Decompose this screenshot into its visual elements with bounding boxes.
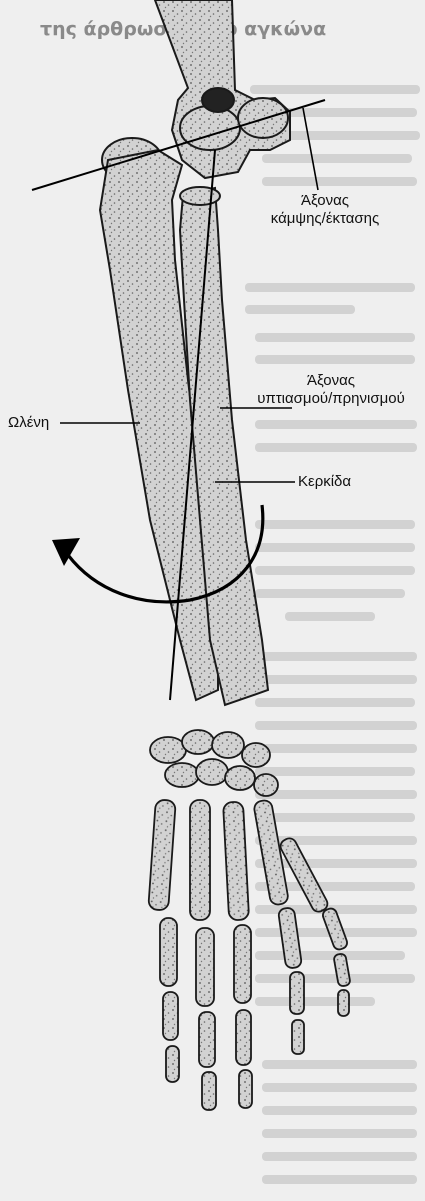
radius-head: [180, 187, 220, 205]
pronation-axis-label: Άξονας υπτιασμού/πρηνισμού: [246, 372, 416, 408]
flexion-axis-label-line2: κάμψης/έκτασης: [260, 210, 390, 228]
flexion-axis-label-line1: Άξονας: [260, 192, 390, 210]
rotation-arrowhead: [52, 538, 80, 566]
ulna-label: Ωλένη: [8, 414, 63, 432]
pronation-axis-label-line2: υπτιασμού/πρηνισμού: [246, 390, 416, 408]
pronation-axis-label-line1: Άξονας: [246, 372, 416, 390]
radius-label: Κερκίδα: [298, 473, 378, 491]
humerus-epicondyle: [202, 88, 234, 112]
flexion-axis-label: Άξονας κάμψης/έκτασης: [260, 192, 390, 228]
hand-bones: [148, 799, 350, 1110]
flexion-label-leader: [303, 108, 318, 190]
carpal-bones: [150, 730, 278, 796]
